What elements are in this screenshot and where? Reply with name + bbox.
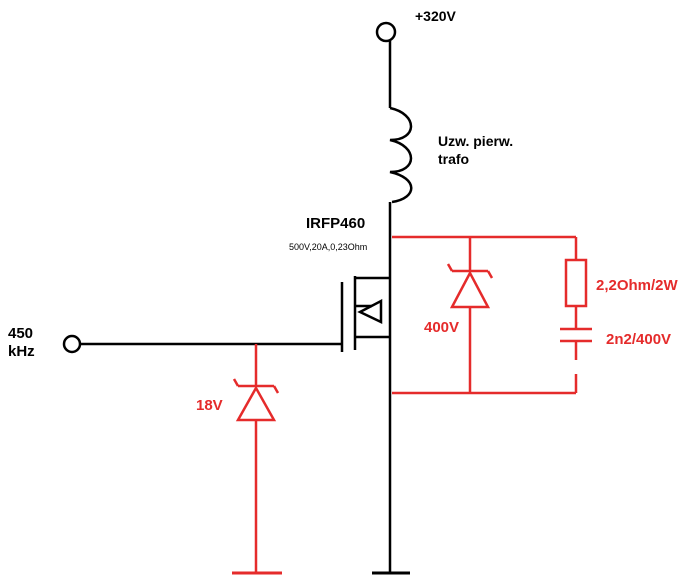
mosfet-body-arrow — [357, 298, 383, 324]
zener-400v-label: 400V — [424, 319, 460, 336]
resistor-label: 2,2Ohm/2W — [596, 277, 678, 294]
zener-18v-body — [235, 385, 277, 422]
resistor-body — [564, 258, 588, 308]
zener-400v-body — [449, 270, 491, 309]
input-terminal — [62, 334, 82, 354]
zener-18v-label: 18V — [196, 397, 223, 414]
mosfet-name-label: IRFP460 — [306, 215, 366, 232]
primary-winding-label-line2: trafo — [438, 151, 470, 167]
input-frequency-label-line1: 450 — [8, 325, 34, 342]
zener-400v-cathode-tip-right — [486, 270, 494, 279]
black-wiring — [62, 21, 413, 575]
red-wiring — [232, 235, 592, 575]
zener-18v-cathode-tip-left — [232, 378, 240, 387]
input-frequency-label-line2: kHz — [8, 343, 35, 360]
supply-terminal — [375, 21, 397, 43]
capacitor-label: 2n2/400V — [606, 331, 672, 348]
zener-18v-cathode-tip-right — [272, 385, 280, 394]
primary-winding-label-line1: Uzw. pierw. — [438, 133, 514, 149]
primary-winding — [389, 106, 413, 204]
zener-400v-cathode-tip-left — [446, 263, 454, 272]
supply-voltage-label: +320V — [415, 8, 456, 24]
mosfet-specs-label: 500V,20A,0,23Ohm — [289, 242, 368, 252]
